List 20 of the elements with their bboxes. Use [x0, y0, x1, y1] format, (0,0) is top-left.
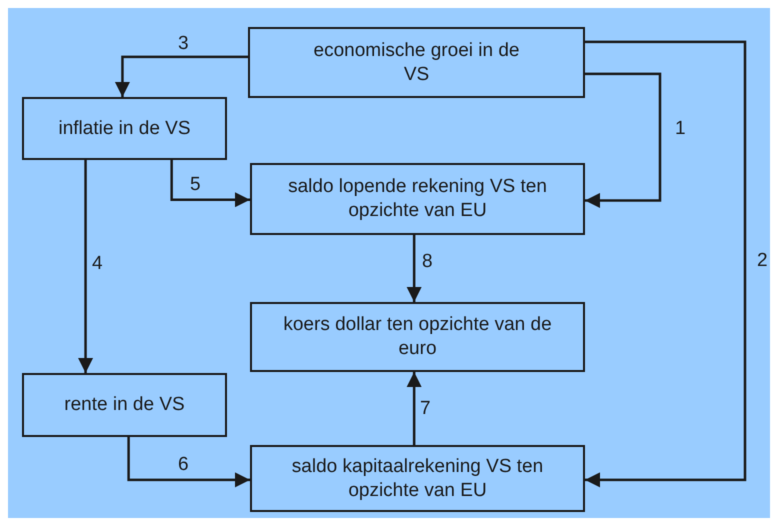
- node-label: saldo lopende rekening VS ten opzichte van EU: [287, 175, 548, 223]
- process-box: [22, 373, 227, 437]
- process-box: [22, 97, 227, 160]
- node-label: koers dollar ten opzichte van de euro: [282, 313, 553, 361]
- arrow: [585, 72, 662, 208]
- arrow: [406, 372, 422, 445]
- arrow: [127, 437, 250, 488]
- arrow: [585, 40, 746, 488]
- process-box: [250, 163, 585, 235]
- node-label: rente in de VS: [64, 393, 185, 417]
- arrow: [78, 160, 94, 373]
- node-label: economische groei in de VS: [312, 38, 520, 86]
- node-label: saldo kapitaalrekening VS ten opzichte van EU: [290, 454, 544, 502]
- process-box: [248, 27, 585, 98]
- node-label: inflatie in de VS: [58, 116, 191, 140]
- arrow: [406, 235, 422, 302]
- process-box: [250, 302, 585, 372]
- arrow: [114, 56, 248, 97]
- arrow: [170, 160, 250, 208]
- process-box: [250, 445, 585, 512]
